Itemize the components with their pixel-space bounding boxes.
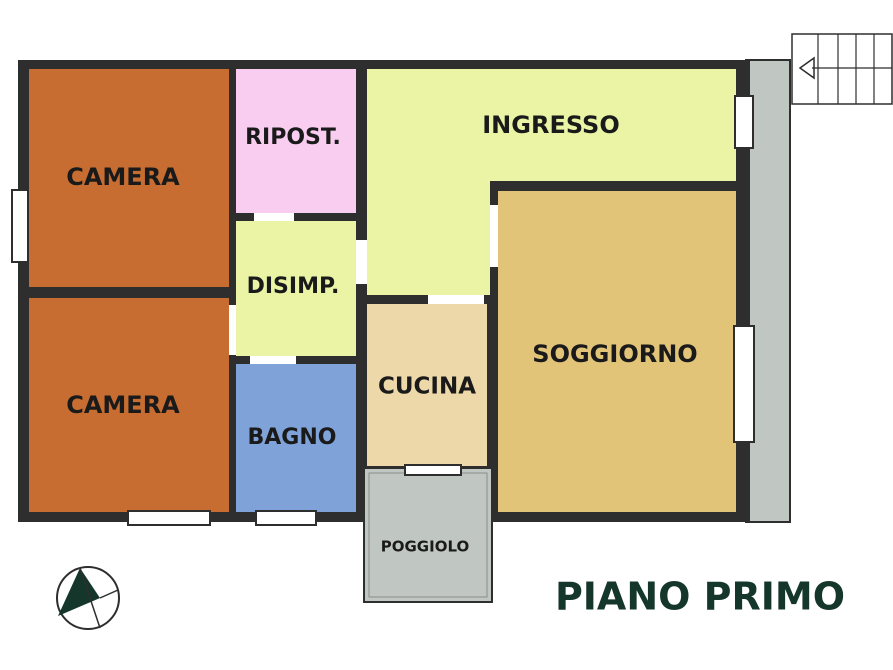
window-ingresso bbox=[734, 95, 754, 149]
plan-title: PIANO PRIMO bbox=[555, 575, 845, 619]
room-bagno bbox=[236, 364, 356, 512]
room-ingresso bbox=[367, 69, 736, 295]
room-camera-bottom bbox=[29, 298, 229, 512]
door-cucina bbox=[428, 295, 484, 304]
label-soggiorno: SOGGIORNO bbox=[532, 340, 697, 368]
label-poggiolo: POGGIOLO bbox=[381, 538, 469, 556]
door-soggiorno bbox=[490, 205, 498, 267]
room-disimpegno bbox=[236, 221, 356, 356]
stairs-icon bbox=[791, 33, 893, 105]
window-soggiorno bbox=[733, 325, 755, 443]
label-ripostiglio: RIPOST. bbox=[245, 125, 341, 150]
room-poggiolo bbox=[363, 467, 493, 603]
room-ripostiglio bbox=[236, 69, 356, 213]
room-cucina bbox=[367, 304, 487, 466]
label-disimpegno: DISIMP. bbox=[247, 274, 340, 299]
door-disimp-right bbox=[356, 240, 367, 284]
label-bagno: BAGNO bbox=[248, 425, 337, 450]
room-camera-top bbox=[29, 69, 229, 287]
door-ripost bbox=[254, 213, 294, 221]
label-ingresso: INGRESSO bbox=[482, 111, 619, 139]
window-camera-bottom bbox=[127, 510, 211, 526]
window-cucina bbox=[404, 464, 462, 476]
door-bagno bbox=[250, 356, 296, 364]
label-camera-top: CAMERA bbox=[66, 163, 180, 191]
window-camera-top bbox=[11, 189, 29, 263]
north-arrow-icon bbox=[56, 566, 120, 630]
window-bagno bbox=[255, 510, 317, 526]
label-cucina: CUCINA bbox=[378, 374, 476, 400]
door-disimp-left bbox=[229, 305, 236, 355]
label-camera-bottom: CAMERA bbox=[66, 391, 180, 419]
room-soggiorno bbox=[498, 191, 736, 512]
